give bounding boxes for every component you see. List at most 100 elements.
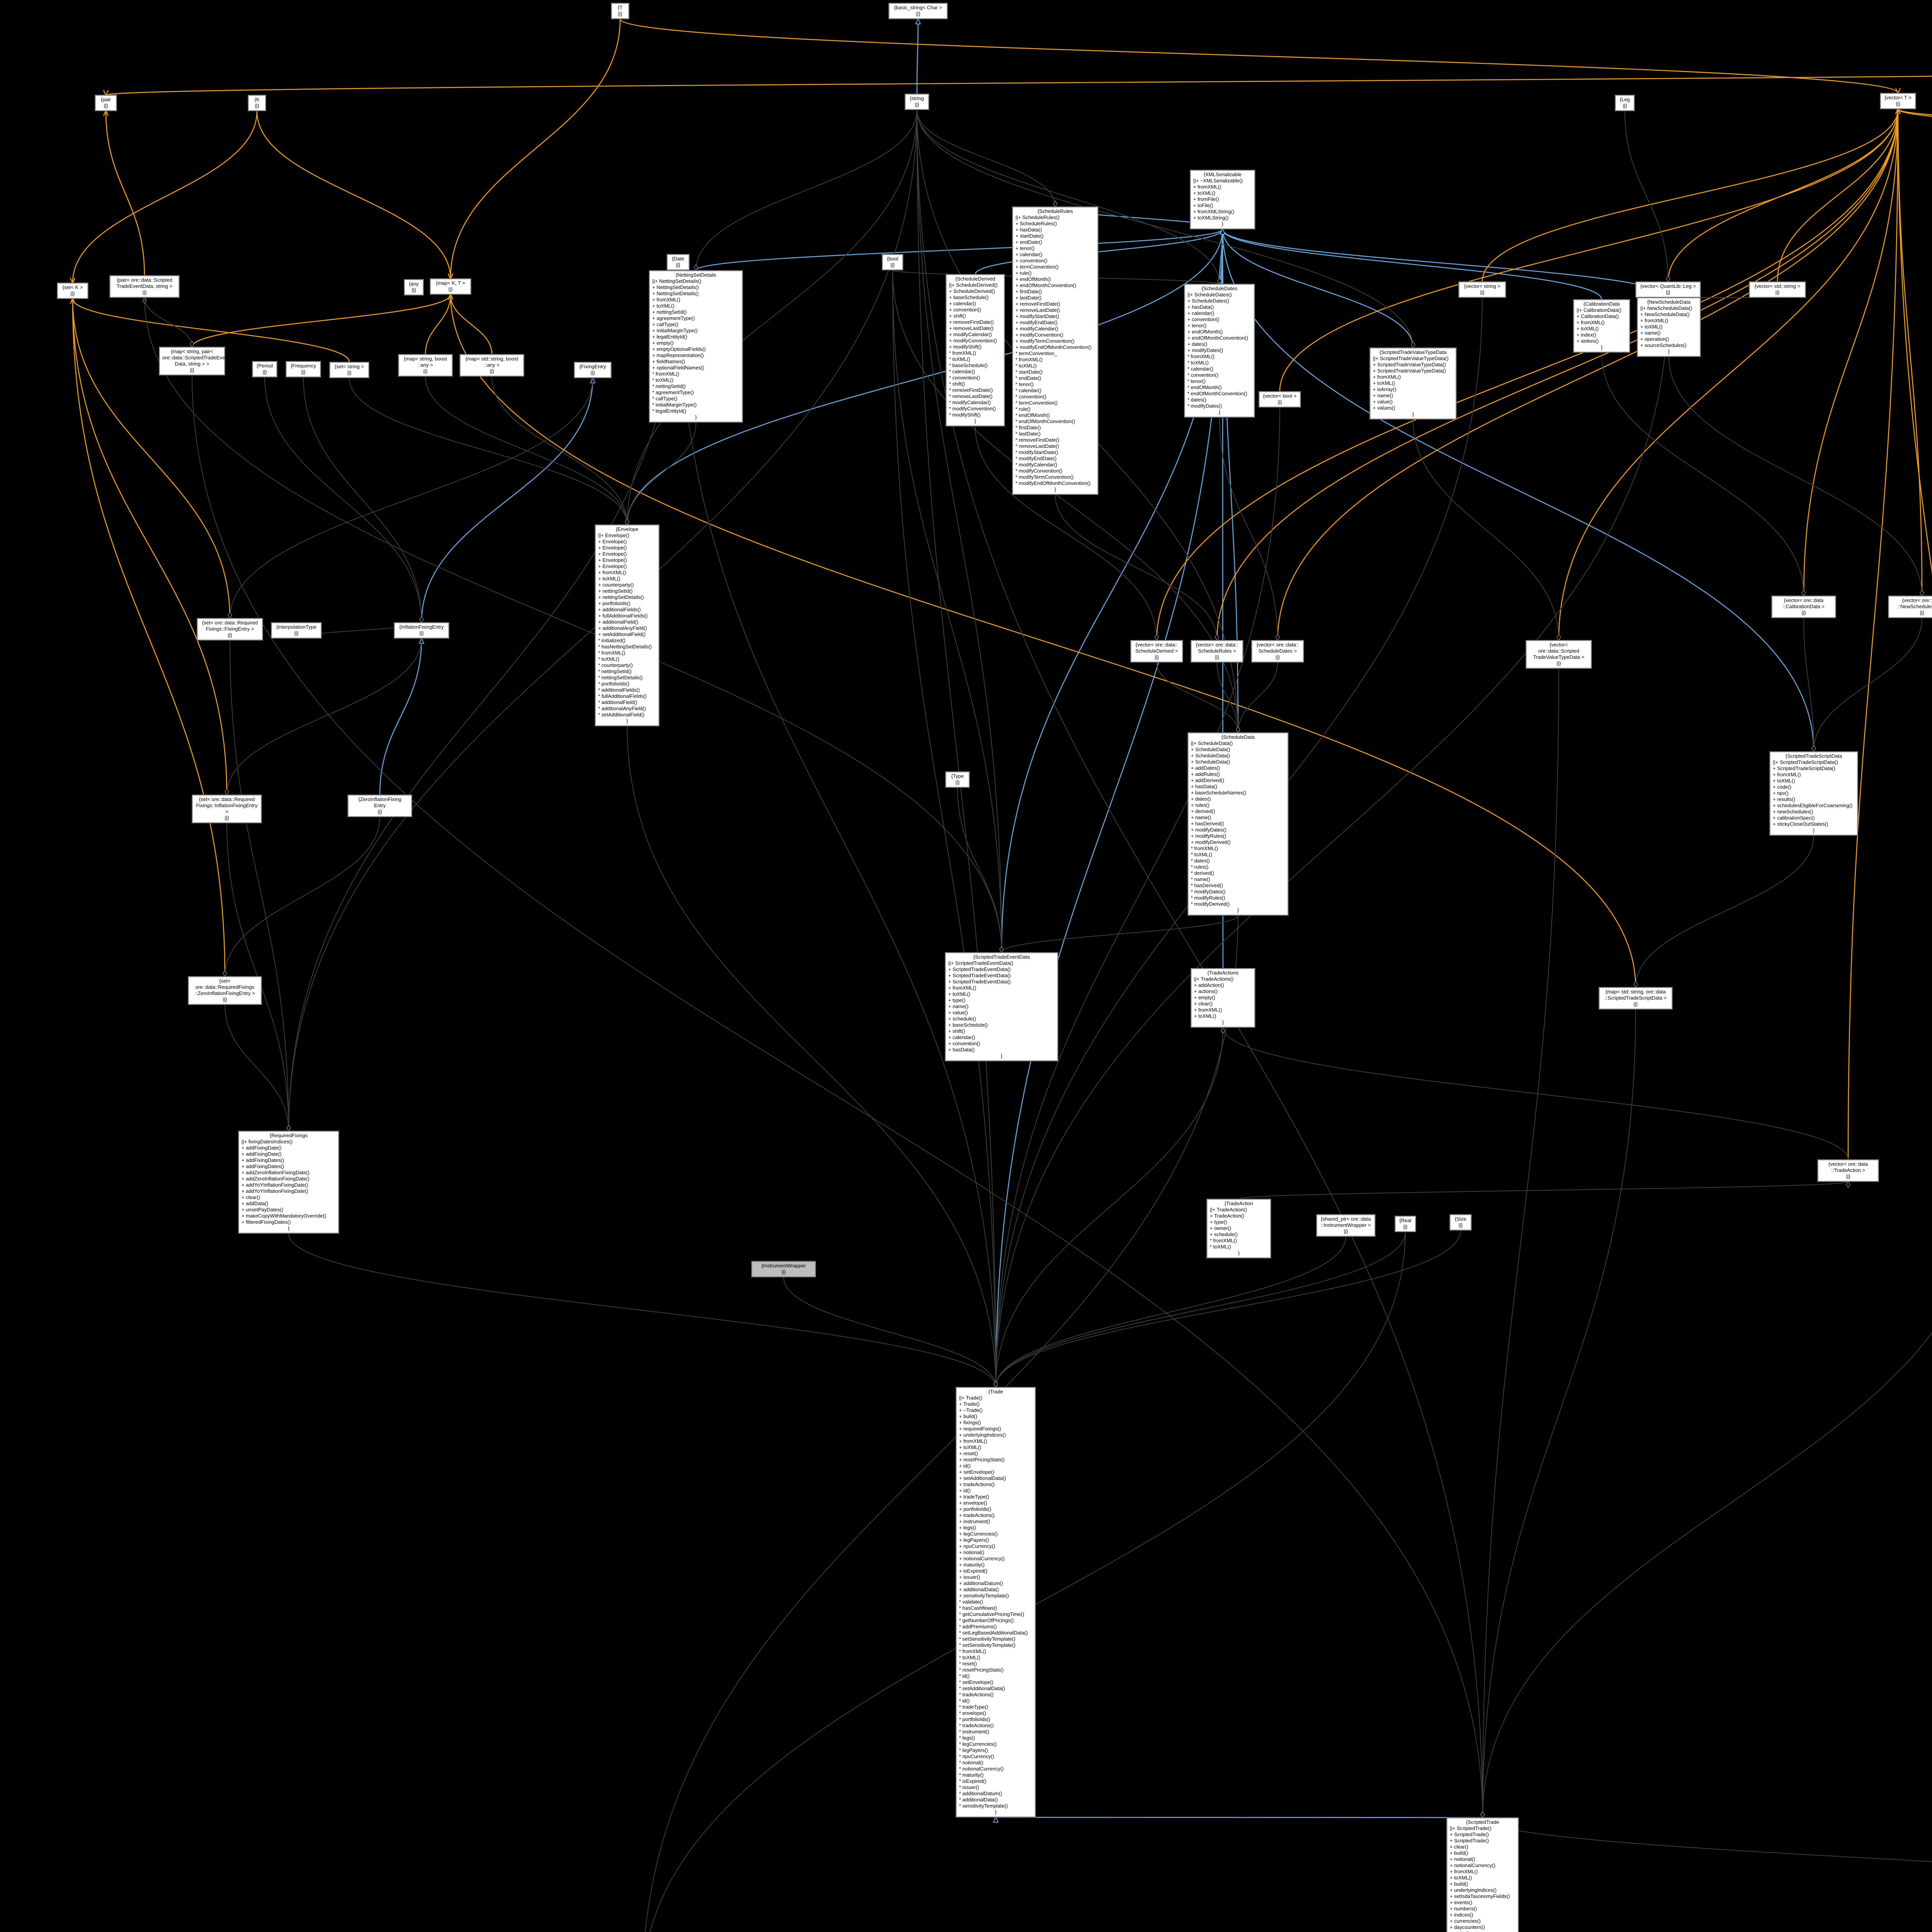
class-node-nsd[interactable]: {NettingSetDetails||+ NettingSetDetails(… xyxy=(649,270,743,423)
class-node-stvtd[interactable]: {ScriptedTradeValueTypeData||+ ScriptedT… xyxy=(1369,347,1457,420)
class-member: * toXML() xyxy=(1187,360,1209,366)
class-node-vecT[interactable]: {vector< T >||} xyxy=(1880,93,1916,109)
class-node-schedData[interactable]: {ScheduleData||+ ScheduleData()+ Schedul… xyxy=(1187,732,1289,916)
class-node-period[interactable]: {Period||} xyxy=(252,361,277,378)
class-member: + setAdditionalData() xyxy=(959,1475,1006,1481)
class-node-vecString[interactable]: {vector< string >||} xyxy=(1458,281,1506,298)
class-member: + addFixingDates() xyxy=(242,1157,284,1163)
class-member: + hasData() xyxy=(1191,784,1218,789)
class-member: + indices() xyxy=(1450,1912,1473,1918)
class-member: + resetPricingStats() xyxy=(959,1457,1005,1463)
class-node-vecBool[interactable]: {vector< bool >||} xyxy=(1259,391,1301,408)
class-member: * npvCurrency() xyxy=(959,1753,995,1759)
class-node-newSched[interactable]: {NewScheduleData||+ NewScheduleData()+ N… xyxy=(1637,297,1701,357)
class-node-zeroInflFE[interactable]: {ZeroInflationFixing Entry||} xyxy=(347,794,412,817)
edge-usage-vecSchedDates-to-schedData xyxy=(1238,662,1278,733)
class-box-close: } xyxy=(1238,1250,1240,1256)
class-member: + modifyStartDate() xyxy=(1015,313,1060,319)
class-node-stsd[interactable]: {ScriptedTradeScriptData||+ ScriptedTrad… xyxy=(1769,751,1858,836)
class-box-close: ||} xyxy=(1801,610,1806,616)
class-node-vecSchedRules[interactable]: {vector< ore::data:: ScheduleRules >||} xyxy=(1190,640,1243,663)
class-node-bool[interactable]: {bool||} xyxy=(882,254,903,270)
edge-usage-bool-to-sted xyxy=(892,270,1002,952)
class-node-calib[interactable]: {CalibrationData||+ CalibrationData()+ C… xyxy=(1573,299,1630,353)
class-node-setFE[interactable]: {set< ore::data::Required Fixings::Fixin… xyxy=(197,618,263,641)
class-node-vecSchedDerived[interactable]: {vector< ore::data:: ScheduleDerived >||… xyxy=(1130,640,1183,663)
class-node-schedDerived[interactable]: {ScheduleDerived||+ ScheduleDerived()+ S… xyxy=(946,274,1005,427)
class-node-freq[interactable]: {Frequency||} xyxy=(286,361,321,378)
class-member: + reset() xyxy=(959,1451,978,1456)
class-node-trade[interactable]: {Trade||+ Trade()+ Trade()+ ~Trade()+ bu… xyxy=(956,1387,1036,1818)
class-node-envelope[interactable]: {Envelope||+ Envelope()+ Envelope()+ Env… xyxy=(595,524,660,726)
class-member: * modifyCalendar() xyxy=(1015,462,1058,468)
class-node-vecStvtd[interactable]: {vector< ore::data::Scripted TradeValueT… xyxy=(1526,640,1592,669)
class-member: * modifyDates() xyxy=(1187,403,1222,409)
class-node-real[interactable]: {Real||} xyxy=(1395,1216,1416,1232)
class-node-k[interactable]: {K||} xyxy=(248,95,266,111)
class-node-mapStsd[interactable]: {map< std::string, ore::data ::ScriptedT… xyxy=(1599,987,1673,1010)
class-node-vecNewSched[interactable]: {vector< ore::data ::NewScheduleData >||… xyxy=(1888,595,1932,618)
class-node-vecTradeAction[interactable]: {vector< ore::data ::TradeAction >||} xyxy=(1817,1159,1879,1182)
class-member: + fromXML() xyxy=(959,1438,987,1444)
class-title: {T xyxy=(617,5,623,10)
class-node-mapStdAny[interactable]: {map< std::string, boost ::any >||} xyxy=(459,354,524,377)
class-member: + lastDate() xyxy=(1015,295,1042,301)
class-node-str[interactable]: {string||} xyxy=(905,94,929,110)
class-node-schedDates[interactable]: {ScheduleDates||+ ScheduleDates()+ Sched… xyxy=(1184,284,1255,418)
class-member: + fromXML() xyxy=(652,297,680,303)
class-node-scriptedTrade[interactable]: {ScriptedTrade||+ ScriptedTrade()+ Scrip… xyxy=(1446,1817,1519,1932)
class-member: * calendar() xyxy=(1187,366,1214,372)
class-node-date[interactable]: {Date||} xyxy=(667,254,690,270)
class-box-close: ||} xyxy=(142,289,147,295)
class-box-close: } xyxy=(974,418,976,424)
class-node-tradeAction[interactable]: {TradeAction||+ TradeAction()+ TradeActi… xyxy=(1206,1199,1271,1259)
edge-usage-freq-to-inflFE xyxy=(303,377,422,622)
class-node-iwStub[interactable]: {InstrumentWrapper||} xyxy=(751,1261,816,1277)
class-node-tradeActions[interactable]: {TradeActions||+ TradeActions()+ addActi… xyxy=(1190,968,1255,1028)
class-node-mapAny[interactable]: {map< string, boost ::any >||} xyxy=(398,354,453,377)
class-node-vecQlLeg[interactable]: {vector< QuantLib::Leg >||} xyxy=(1635,281,1701,298)
class-title: {Date xyxy=(672,256,684,262)
class-node-pair[interactable]: {pair||} xyxy=(95,95,117,111)
class-title: {vector< ore::data ::TradeAction > xyxy=(1828,1161,1868,1173)
class-node-size[interactable]: {Size||} xyxy=(1449,1214,1472,1231)
class-node-schedRules[interactable]: {ScheduleRules||+ ScheduleRules()+ Sched… xyxy=(1012,206,1099,495)
class-member: + endDate() xyxy=(1015,239,1043,245)
class-node-pairSted[interactable]: {pair< ore::data::Scripted TradeEventDat… xyxy=(109,275,180,298)
class-node-leg[interactable]: {Leg||} xyxy=(1615,95,1635,111)
class-node-t[interactable]: {T||} xyxy=(611,3,629,19)
class-node-setString[interactable]: {set< string >||} xyxy=(329,362,369,378)
class-member: ||+ ScheduleData() xyxy=(1191,740,1233,746)
class-member: + fromXML() xyxy=(598,570,626,575)
class-node-interpType[interactable]: {InterpolationType||} xyxy=(271,622,322,639)
class-node-inflFE[interactable]: {InflationFixingEntry||} xyxy=(394,622,449,639)
class-node-xmlser[interactable]: {XMLSerializable||+ ~XMLSerializable()+ … xyxy=(1190,170,1255,230)
class-node-vecCalib[interactable]: {vector< ore::data ::CalibrationData >||… xyxy=(1771,595,1836,618)
class-member: + counterparty() xyxy=(598,582,634,588)
class-node-reqFix[interactable]: {RequiredFixings||+ fixingDatesIndices()… xyxy=(238,1131,339,1234)
class-title: {map< string, boost ::any > xyxy=(404,356,447,368)
class-member: * toXML() xyxy=(652,377,673,383)
class-node-sted[interactable]: {ScriptedTradeEventData||+ ScriptedTrade… xyxy=(945,952,1058,1061)
class-node-mapStedPair[interactable]: {map< string, pair< ore::data::ScriptedT… xyxy=(159,347,229,376)
class-node-sptrIW[interactable]: {shared_ptr< ore::data ::InstrumentWrapp… xyxy=(1316,1214,1376,1237)
class-node-typeStub[interactable]: {Type||} xyxy=(945,771,970,788)
class-title: {ScheduleRules xyxy=(1037,208,1073,214)
class-member: * legCurrencies() xyxy=(959,1741,997,1747)
class-node-setK[interactable]: {set< K >||} xyxy=(57,282,88,299)
class-node-vecStdString[interactable]: {vector< std::string >||} xyxy=(1749,281,1806,298)
class-member: + instrument() xyxy=(959,1519,990,1524)
edge-template-vecNewSched-to-vecT xyxy=(1898,109,1923,596)
class-member: * removeFirstDate() xyxy=(949,387,993,393)
edge-usage-typeStub-to-sted xyxy=(957,787,1002,952)
class-node-fixingEntry[interactable]: {FixingEntry||} xyxy=(574,362,612,378)
class-member: + name() xyxy=(1191,815,1211,820)
class-node-mapKT[interactable]: {map< K, T >||} xyxy=(430,278,471,295)
class-node-setInflFE[interactable]: {set< ore::data::Required Fixings::Infla… xyxy=(192,794,262,823)
class-node-vecSchedDates[interactable]: {vector< ore::data:: ScheduleDates >||} xyxy=(1251,640,1304,663)
class-member: + ScriptedTrade() xyxy=(1450,1832,1489,1837)
class-node-any[interactable]: {any||} xyxy=(404,279,424,296)
class-node-setZeroFE[interactable]: {set< ore::data::RequiredFixings ::ZeroI… xyxy=(188,976,262,1005)
class-node-basicString[interactable]: {basic_string< Char >||} xyxy=(888,3,948,19)
